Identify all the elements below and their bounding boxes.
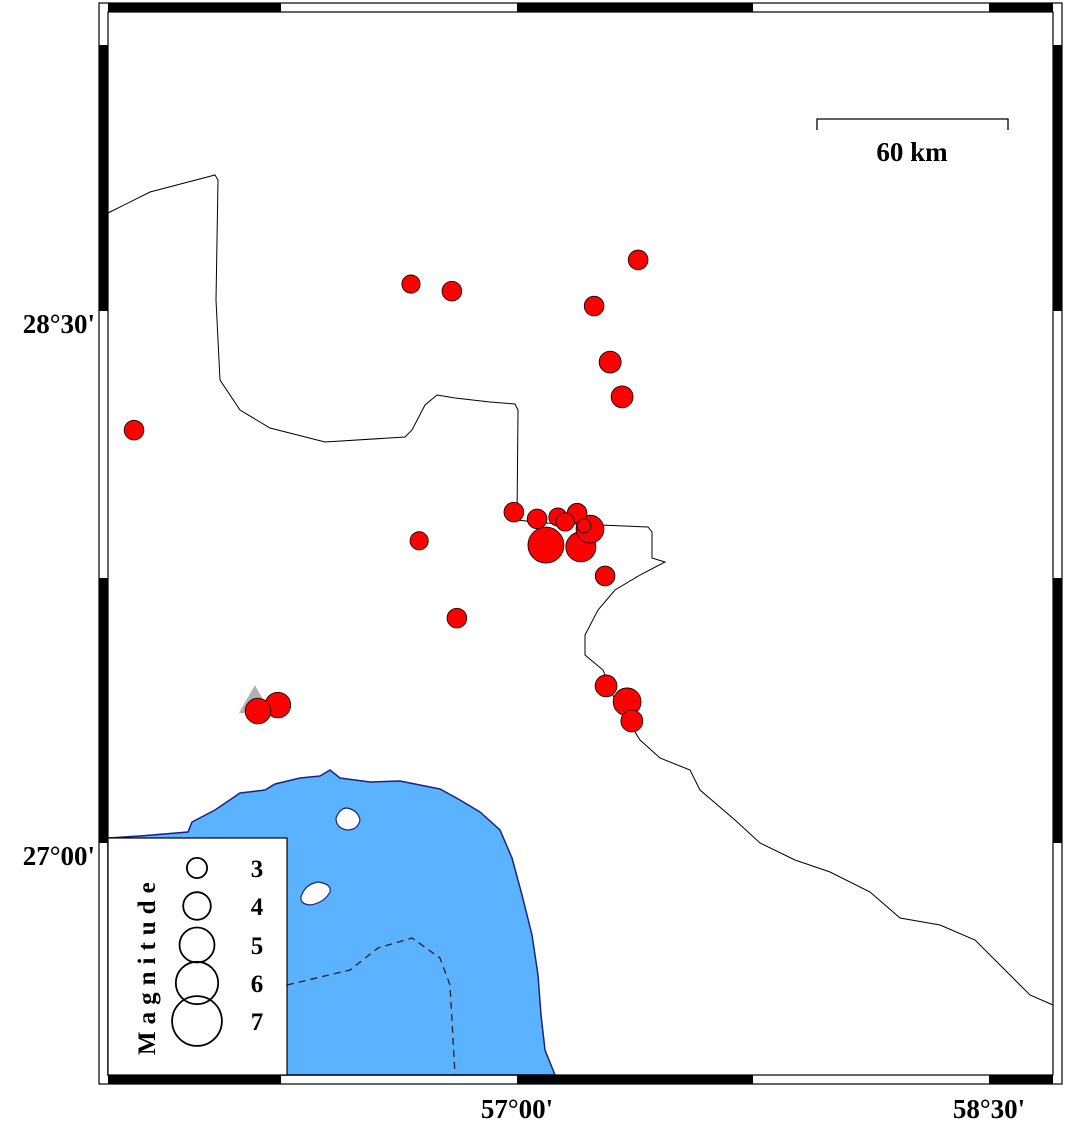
earthquake-event-marker	[503, 501, 525, 523]
legend-label: 5	[251, 933, 264, 960]
earthquake-event-marker	[583, 295, 605, 317]
legend-label: 7	[251, 1009, 264, 1036]
maritime-boundary	[286, 937, 456, 1076]
legend-circle-icon	[182, 891, 212, 921]
earthquake-event-marker	[244, 697, 272, 725]
island	[335, 807, 361, 831]
earthquake-event-marker	[526, 508, 548, 530]
legend-label: 3	[251, 856, 264, 883]
legend-circle-icon	[174, 960, 220, 1006]
earthquake-event-marker	[594, 674, 618, 698]
magnitude-legend: Magnitude 3 4 5 6 7	[107, 837, 288, 1076]
legend-circle-icon	[171, 995, 223, 1047]
map-frame	[98, 2, 1063, 1085]
earthquake-event-marker	[123, 419, 145, 441]
legend-title: Magnitude	[134, 875, 161, 1055]
lon-label: 58°30'	[953, 1094, 1025, 1123]
island	[300, 881, 331, 906]
earthquake-event-marker	[409, 531, 429, 551]
lon-label: 57°00'	[481, 1094, 553, 1123]
earthquake-event-marker	[610, 385, 634, 409]
lat-label: 28°30'	[23, 309, 95, 339]
legend-label: 4	[251, 894, 264, 921]
lat-label: 27°00'	[23, 841, 95, 871]
legend-circle-icon	[185, 857, 208, 880]
earthquake-event-marker	[594, 565, 616, 587]
earthquake-event-marker	[401, 274, 421, 294]
earthquake-event-marker	[446, 607, 468, 629]
earthquake-event-marker	[598, 350, 622, 374]
earthquake-event-marker	[576, 518, 592, 534]
scale-bar-label: 60 km	[876, 137, 948, 167]
earthquake-event-marker	[441, 280, 463, 302]
scale-bar-line	[816, 118, 1009, 130]
events-layer	[123, 249, 649, 733]
provincial-border	[107, 174, 1054, 1006]
earthquake-event-marker	[527, 526, 565, 564]
earthquake-event-marker	[620, 709, 644, 733]
legend-label: 6	[251, 971, 264, 998]
scale-bar: 60 km	[816, 118, 1009, 167]
earthquake-event-marker	[627, 249, 649, 271]
earthquake-event-marker	[555, 512, 575, 532]
